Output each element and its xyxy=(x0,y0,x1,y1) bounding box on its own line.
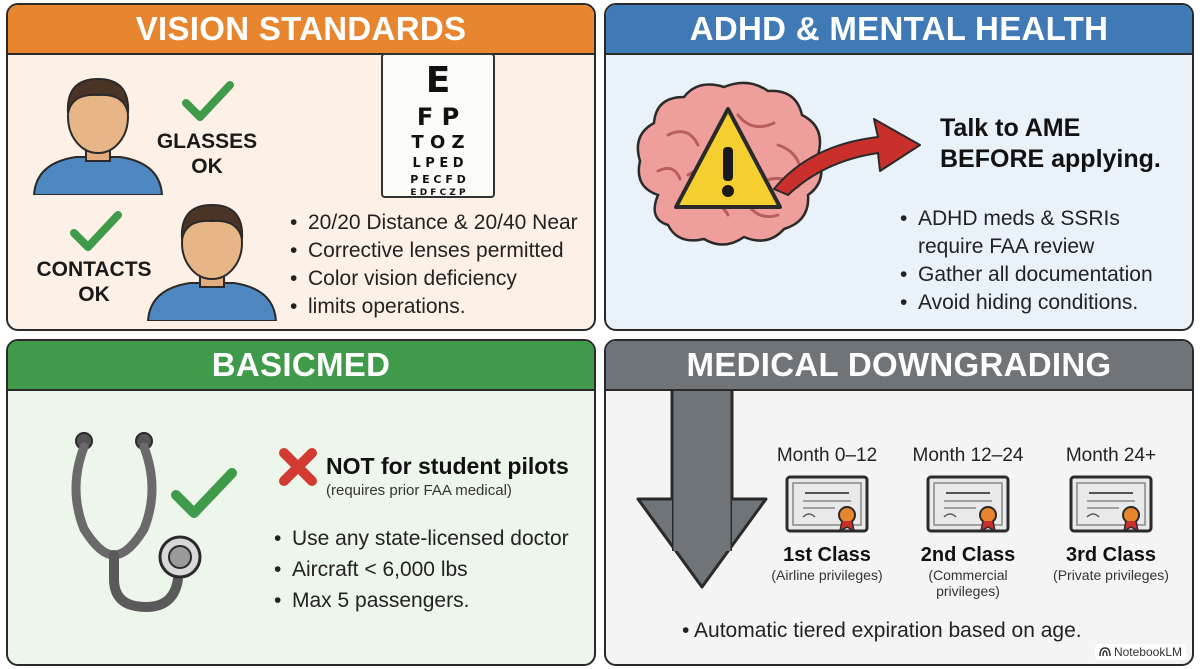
adhd-header: ADHD & MENTAL HEALTH xyxy=(606,5,1192,55)
list-item: limits operations. xyxy=(290,293,578,321)
list-item: 20/20 Distance & 20/40 Near xyxy=(290,209,578,237)
certificate-icon xyxy=(926,475,1010,533)
certificate-icon xyxy=(785,475,869,533)
down-arrow-shaft xyxy=(672,391,732,551)
list-item: Max 5 passengers. xyxy=(274,585,569,616)
check-icon xyxy=(171,468,237,518)
vision-bullets: 20/20 Distance & 20/40 Near Corrective l… xyxy=(290,209,578,321)
brand-watermark: NotebookLM xyxy=(1094,644,1186,660)
curved-arrow-icon xyxy=(773,118,921,196)
warning-icon xyxy=(722,147,734,197)
person-glasses-icon xyxy=(32,77,164,195)
certificate-icon xyxy=(1069,475,1153,533)
stethoscope-icon xyxy=(71,432,202,613)
medical-bullet: • Automatic tiered expiration based on a… xyxy=(682,619,1082,642)
basicmed-bullets: Use any state-licensed doctor Aircraft <… xyxy=(274,523,569,616)
list-item: Gather all documentation xyxy=(900,261,1153,289)
eye-chart-icon: E F P T O Z L P E D P E C F D E D F C Z … xyxy=(381,53,495,198)
third-class-column: Month 24+ 3rd Class (Private privileges) xyxy=(1053,445,1169,583)
first-class-column: Month 0–12 1st Class (Airline privileges… xyxy=(771,445,883,583)
list-item: Avoid hiding conditions. xyxy=(900,289,1153,317)
medical-downgrading-panel: MEDICAL DOWNGRADING Month 0–12 1st Class… xyxy=(604,339,1194,666)
not-for-student-pilots-text: NOT for student pilots xyxy=(326,453,569,479)
check-icon xyxy=(70,211,122,251)
brand-logo-icon xyxy=(1099,647,1111,657)
basicmed-header: BASICMED xyxy=(8,341,594,391)
list-item: Use any state-licensed doctor xyxy=(274,523,569,554)
list-item: Color vision deficiency xyxy=(290,265,578,293)
basicmed-panel: BASICMED NOT for student pilots (require… xyxy=(6,339,596,666)
list-item: Corrective lenses permitted xyxy=(290,237,578,265)
not-for-student-pilots-note: (requires prior FAA medical) xyxy=(326,482,512,499)
person-contacts-icon xyxy=(146,203,278,321)
x-mark-icon xyxy=(279,448,317,486)
list-item: Aircraft < 6,000 lbs xyxy=(274,554,569,585)
medical-downgrading-header: MEDICAL DOWNGRADING xyxy=(606,341,1192,391)
second-class-column: Month 12–24 2nd Class (Commercial privil… xyxy=(912,445,1024,599)
vision-standards-header: VISION STANDARDS xyxy=(8,5,594,55)
check-icon xyxy=(182,81,234,121)
